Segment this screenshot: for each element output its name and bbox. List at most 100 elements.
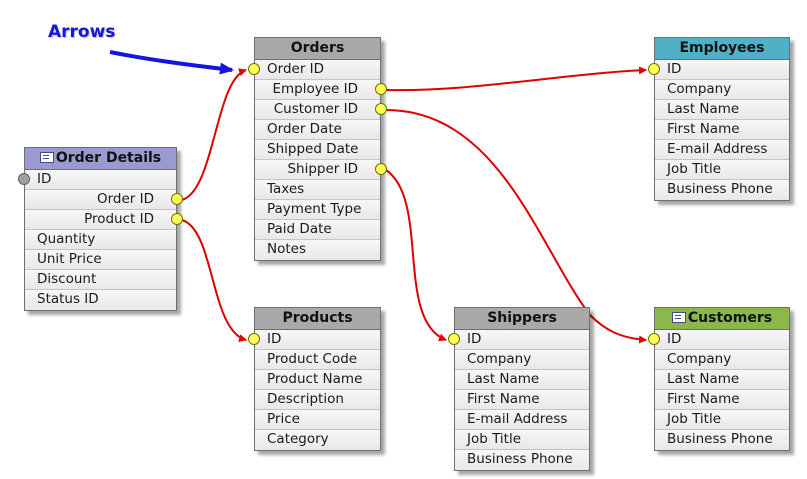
field-row[interactable]: ID [648,330,789,350]
table-title[interactable]: Orders [255,38,380,60]
table-title[interactable]: Shippers [455,308,589,330]
foreign-key-connector-icon[interactable] [171,193,183,205]
key-connector-icon[interactable] [648,63,660,75]
field-row[interactable]: Notes [255,240,380,260]
field-name: Last Name [667,371,740,387]
key-connector-icon[interactable] [248,333,260,345]
key-connector-icon[interactable] [648,333,660,345]
field-row[interactable]: Order Date [255,120,380,140]
field-row[interactable]: Taxes [255,180,380,200]
field-row[interactable]: Job Title [655,160,789,180]
foreign-key-connector-icon[interactable] [375,163,387,175]
table-title[interactable]: Employees [655,38,789,60]
foreign-key-connector-icon[interactable] [375,103,387,115]
link-orderdetails-products [181,219,247,342]
foreign-key-connector-icon[interactable] [375,83,387,95]
table-title[interactable]: Order Details [25,148,176,170]
field-name: Shipper ID [287,161,358,177]
field-row[interactable]: Customer ID [255,100,387,120]
field-row[interactable]: Last Name [655,370,789,390]
table-title[interactable]: Customers [655,308,789,330]
table-title-text: Employees [679,40,765,56]
field-row[interactable]: First Name [455,390,589,410]
field-row[interactable]: ID [18,170,176,190]
field-row[interactable]: Employee ID [255,80,387,100]
field-name: First Name [667,121,740,137]
field-row[interactable]: ID [248,330,380,350]
field-name: Paid Date [267,221,332,237]
field-name: Product Code [267,351,358,367]
key-connector-icon[interactable] [248,63,260,75]
field-name: Business Phone [667,181,773,197]
field-row[interactable]: Last Name [655,100,789,120]
field-row[interactable]: First Name [655,120,789,140]
field-name: Taxes [267,181,305,197]
field-name: Company [467,351,532,367]
field-name: Job Title [467,431,522,447]
field-name: First Name [467,391,540,407]
table-title-text: Products [282,310,353,326]
field-row[interactable]: Business Phone [655,430,789,450]
field-row[interactable]: Job Title [655,410,789,430]
field-row[interactable]: First Name [655,390,789,410]
field-row[interactable]: Last Name [455,370,589,390]
field-row[interactable]: Description [255,390,380,410]
table-title-text: Order Details [55,150,162,166]
field-name: ID [467,331,482,347]
link-orders-customers [385,109,647,344]
field-row[interactable]: Product Name [255,370,380,390]
field-name: Product ID [84,211,154,227]
table-title-text: Customers [687,310,773,326]
field-row[interactable]: Unit Price [25,250,176,270]
field-row[interactable]: Company [655,80,789,100]
field-row[interactable]: Category [255,430,380,450]
table-title-text: Shippers [487,310,557,326]
link-orders-shippers [385,169,447,342]
field-name: E-mail Address [667,141,768,157]
field-name: ID [667,331,682,347]
field-name: Status ID [37,291,99,307]
field-row[interactable]: Status ID [25,290,176,310]
field-row[interactable]: ID [648,60,789,80]
primary-key-connector-icon[interactable] [18,173,30,185]
field-name: Product Name [267,371,363,387]
field-name: First Name [667,391,740,407]
field-row[interactable]: Product ID [25,210,183,230]
field-row[interactable]: Payment Type [255,200,380,220]
arrows-annotation-label: Arrows [48,22,116,42]
field-row[interactable]: Company [455,350,589,370]
foreign-key-connector-icon[interactable] [171,213,183,225]
field-row[interactable]: Business Phone [655,180,789,200]
field-row[interactable]: Company [655,350,789,370]
link-orderdetails-orders [181,68,247,201]
field-row[interactable]: Order ID [25,190,183,210]
field-row[interactable]: Shipper ID [255,160,387,180]
field-row[interactable]: E-mail Address [455,410,589,430]
field-name: Unit Price [37,251,102,267]
field-row[interactable]: Product Code [255,350,380,370]
table-title[interactable]: Products [255,308,380,330]
field-row[interactable]: Paid Date [255,220,380,240]
field-row[interactable]: Order ID [248,60,380,80]
field-row[interactable]: ID [448,330,589,350]
field-row[interactable]: Quantity [25,230,176,250]
key-connector-icon[interactable] [448,333,460,345]
field-row[interactable]: Discount [25,270,176,290]
table-icon [39,152,54,163]
field-name: Discount [37,271,97,287]
field-row[interactable]: Price [255,410,380,430]
field-name: Notes [267,241,306,257]
field-row[interactable]: Job Title [455,430,589,450]
field-row[interactable]: E-mail Address [655,140,789,160]
field-row[interactable]: Shipped Date [255,140,380,160]
field-row[interactable]: Business Phone [455,450,589,470]
field-name: Shipped Date [267,141,359,157]
field-name: Employee ID [272,81,358,97]
